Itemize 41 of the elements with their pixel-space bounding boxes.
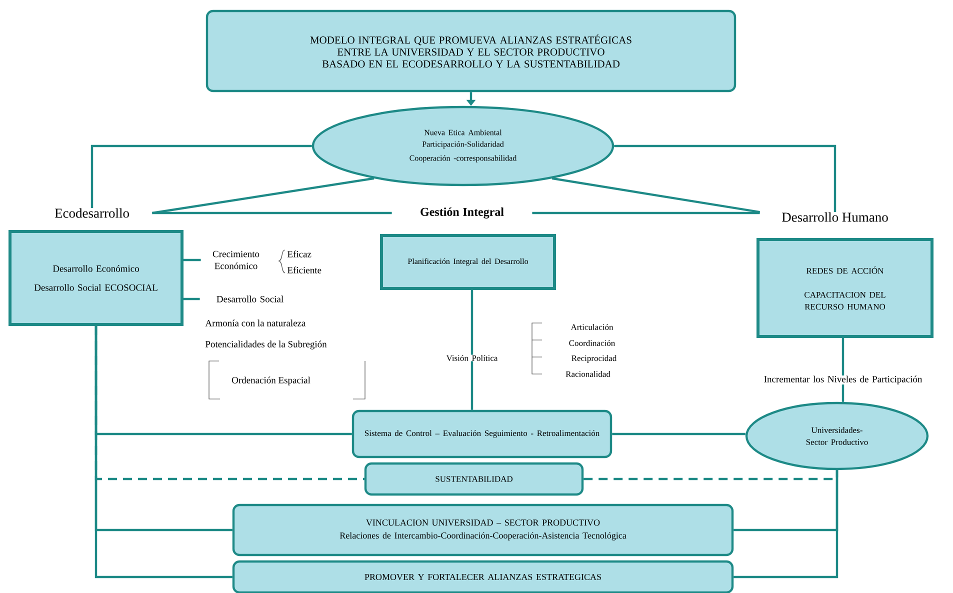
heading-text: Desarrollo Humano: [782, 212, 888, 222]
process-box: REDES DE ACCIÓN CAPACITACION DEL RECURSO HUMANO: [756, 238, 934, 338]
connector-line: [552, 177, 760, 214]
rounded-box: Sistema de Control – Evaluación Seguimiento - Retroalimentación: [352, 410, 612, 458]
heading-text: Gestión Integral: [420, 208, 504, 218]
list-item: Coordinación: [569, 340, 616, 346]
list-item: Eficiente: [288, 266, 322, 274]
list-item: Eficaz: [288, 250, 312, 258]
connector-line: [842, 338, 844, 376]
list-item: Ordenación Espacial: [232, 376, 310, 386]
item-text: Visión Política: [446, 354, 498, 361]
list-item: Reciprocidad: [572, 355, 617, 363]
connector-line: [470, 290, 474, 355]
list-item: Articulación: [570, 324, 614, 330]
list-item: Racionalidad: [566, 371, 610, 377]
connector-line: [470, 361, 474, 410]
heading-text: Ecodesarrollo: [54, 208, 129, 218]
connector-line: [842, 384, 844, 402]
connector-line: [614, 144, 836, 212]
connector-line: [184, 298, 200, 300]
connector-line: [532, 212, 760, 214]
list-item: Armonía con la naturaleza: [205, 320, 306, 326]
connector-line: [152, 212, 392, 214]
process-box: Desarrollo Económico Desarrollo Social ECOSOCIAL: [8, 230, 184, 326]
list-item: Potencialidades de la Subregión: [206, 340, 327, 350]
rounded-box: PROMOVER Y FORTALECER ALIANZAS ESTRATEGICAS: [232, 560, 734, 593]
item-text: Crecimiento Económico: [212, 250, 260, 270]
connector-line: [94, 326, 364, 480]
connector-line: [184, 258, 201, 262]
rounded-box: VINCULACION UNIVERSIDAD – SECTOR PRODUCTIVO Relaciones de Intercambio-Coordinación-Cooperación-Asistencia Tecnológica: [232, 504, 734, 556]
connector-line: [612, 432, 746, 436]
ellipse-node: Universidades- Sector Productivo: [745, 402, 929, 470]
process-box: Planificación Integral del Desarrollo: [380, 234, 556, 290]
item-text: Incrementar los Niveles de Participación: [764, 376, 922, 384]
item-text: Desarrollo Social: [216, 296, 284, 302]
rounded-box: SUSTENTABILIDAD: [364, 462, 584, 496]
connector-line: [584, 470, 838, 480]
rounded-box: MODELO INTEGRAL QUE PROMUEVA ALIANZAS ESTRATÉGICAS ENTRE LA UNIVERSIDAD Y EL SECTOR PRODUCTIVO BASADO EN EL ECODESARROLLO Y LA SUSTENTABILIDAD: [206, 10, 736, 92]
ellipse-node: Nueva Etica Ambiental Participación-Solidaridad Cooperación -corresponsabilidad: [312, 106, 614, 186]
connector-line: [152, 177, 374, 214]
connector-line: [90, 144, 312, 208]
